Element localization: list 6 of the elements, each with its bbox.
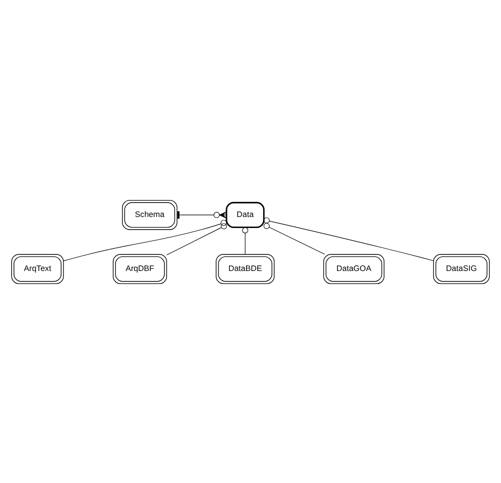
connector (176, 210, 227, 218)
connector (166, 222, 227, 255)
connector (242, 226, 248, 254)
connector (264, 216, 434, 261)
connector (264, 222, 326, 254)
connector (63, 219, 227, 261)
